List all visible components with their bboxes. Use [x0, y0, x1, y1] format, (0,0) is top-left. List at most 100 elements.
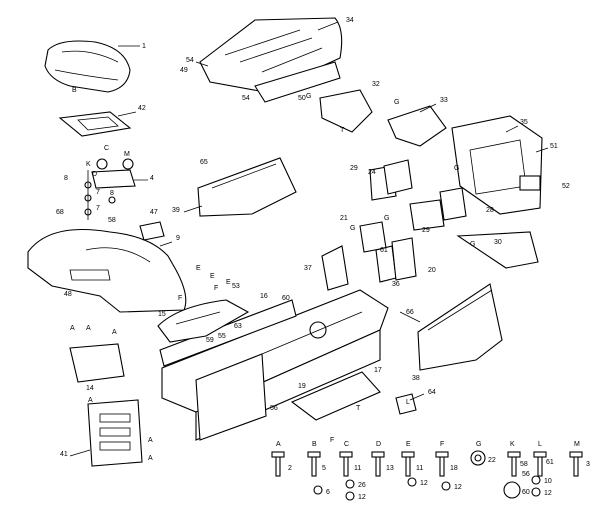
- legend-num-a: 2: [288, 465, 292, 472]
- washer-60: 60: [522, 489, 530, 496]
- legend-letters: A B C D E F G K L M: [276, 441, 580, 448]
- callout-56: 56: [270, 405, 278, 412]
- washers: [313, 475, 541, 501]
- legend-num-d: 13: [386, 465, 394, 472]
- washer-6: 6: [326, 489, 330, 496]
- callout-24: 24: [368, 169, 376, 176]
- legend-num-e: 11: [416, 465, 423, 472]
- callout-35: 35: [520, 119, 528, 126]
- seat: [44, 40, 131, 93]
- callout-41: 41: [60, 451, 68, 458]
- callout-29b: 29: [422, 227, 430, 234]
- frame-channel: [159, 299, 297, 367]
- callout-64: 64: [428, 389, 436, 396]
- washer-12a: 12: [358, 494, 366, 501]
- hood-bracket: [319, 89, 373, 133]
- ref-letter: A: [88, 397, 93, 404]
- ref-letter: A: [148, 455, 153, 462]
- washer-12b: 12: [420, 480, 428, 487]
- bracket-64: [395, 393, 417, 415]
- legend-letter-b: B: [312, 441, 317, 448]
- callout-1: 1: [142, 43, 146, 50]
- callout-20: 20: [428, 267, 436, 274]
- ref-letter: B: [72, 87, 77, 94]
- callout-39: 39: [172, 207, 180, 214]
- legend-letter-k: K: [510, 441, 515, 448]
- callout-32: 32: [372, 81, 380, 88]
- callout-8: 8: [64, 175, 68, 182]
- mid-brackets: [369, 159, 467, 231]
- bolt-a: [271, 451, 285, 477]
- legend-num-l: 61: [546, 459, 554, 466]
- callout-29: 29: [350, 165, 358, 172]
- callout-50: 50: [298, 95, 306, 102]
- bracket-37: [321, 245, 349, 291]
- bolt-f: [435, 451, 449, 477]
- hardware-legend: [271, 450, 583, 501]
- callout-65: 65: [200, 159, 208, 166]
- ref-letter: A: [86, 325, 91, 332]
- callout-63: 63: [234, 323, 242, 330]
- side-panel-left: [197, 157, 297, 217]
- ref-letter: E: [226, 279, 231, 286]
- grille-housing: [451, 115, 543, 215]
- legend-numbers: 2 5 11 13 11 18 22 58 61 3: [288, 457, 590, 472]
- ref-letter: E: [196, 265, 201, 272]
- callout-14: 14: [86, 385, 94, 392]
- ref-letter: M: [124, 151, 130, 158]
- bolt-k: [507, 451, 521, 477]
- bolt-m: [569, 451, 583, 477]
- callout-60: 60: [282, 295, 290, 302]
- ref-letter: G: [394, 99, 399, 106]
- ref-letter: G: [470, 241, 475, 248]
- ref-letter: E: [210, 273, 215, 280]
- callout-19: 19: [298, 383, 306, 390]
- legend-washers: 6 26 12 12 12 56 10 60 12: [326, 471, 552, 501]
- legend-letter-l: L: [538, 441, 542, 448]
- reference-letters: B C G G G G G G E E E F F F A A A A A A …: [70, 87, 475, 462]
- legend-letter-m: M: [574, 441, 580, 448]
- washer-10: 10: [544, 478, 552, 485]
- bolt-l: [533, 451, 547, 477]
- footrest: [157, 299, 250, 343]
- ref-letter: G: [454, 165, 459, 172]
- callout-55: 55: [218, 333, 226, 340]
- ref-letter: G: [306, 93, 311, 100]
- callout-61: 61: [380, 247, 388, 254]
- legend-letter-c: C: [344, 441, 349, 448]
- callout-68: 68: [56, 209, 64, 216]
- bolt-e: [401, 451, 415, 477]
- callout-47: 47: [150, 209, 158, 216]
- ref-letter: F: [178, 295, 182, 302]
- legend-letter-g: G: [476, 441, 481, 448]
- legend-letter-e: E: [406, 441, 411, 448]
- bolt-c: [339, 451, 353, 477]
- callout-59: 59: [206, 337, 214, 344]
- bracket-20: [391, 237, 417, 281]
- callout-37: 37: [304, 265, 312, 272]
- seat-pan: [58, 111, 132, 137]
- washer-12d: 12: [544, 490, 552, 497]
- callout-52: 52: [562, 183, 570, 190]
- ref-letter: K: [86, 161, 91, 168]
- legend-num-g: 22: [488, 457, 496, 464]
- spring-hardware: [84, 170, 116, 220]
- ref-letter: T: [356, 405, 361, 412]
- washer-26: 26: [358, 482, 366, 489]
- legend-num-f: 18: [450, 465, 458, 472]
- callout-53: 53: [232, 283, 240, 290]
- legend-num-m: 3: [586, 461, 590, 468]
- callout-38: 38: [412, 375, 420, 382]
- ref-letter: T: [340, 127, 345, 134]
- side-panel-right: [417, 283, 503, 371]
- callout-66: 66: [406, 309, 414, 316]
- nut-g: [470, 450, 486, 466]
- bar-30: [456, 231, 539, 269]
- fender: [27, 229, 187, 313]
- bolt-b: [307, 451, 321, 477]
- callout-54: 54: [186, 57, 194, 64]
- ref-letter: F: [330, 437, 334, 444]
- bolt-d: [371, 451, 385, 477]
- ref-letter: G: [350, 225, 355, 232]
